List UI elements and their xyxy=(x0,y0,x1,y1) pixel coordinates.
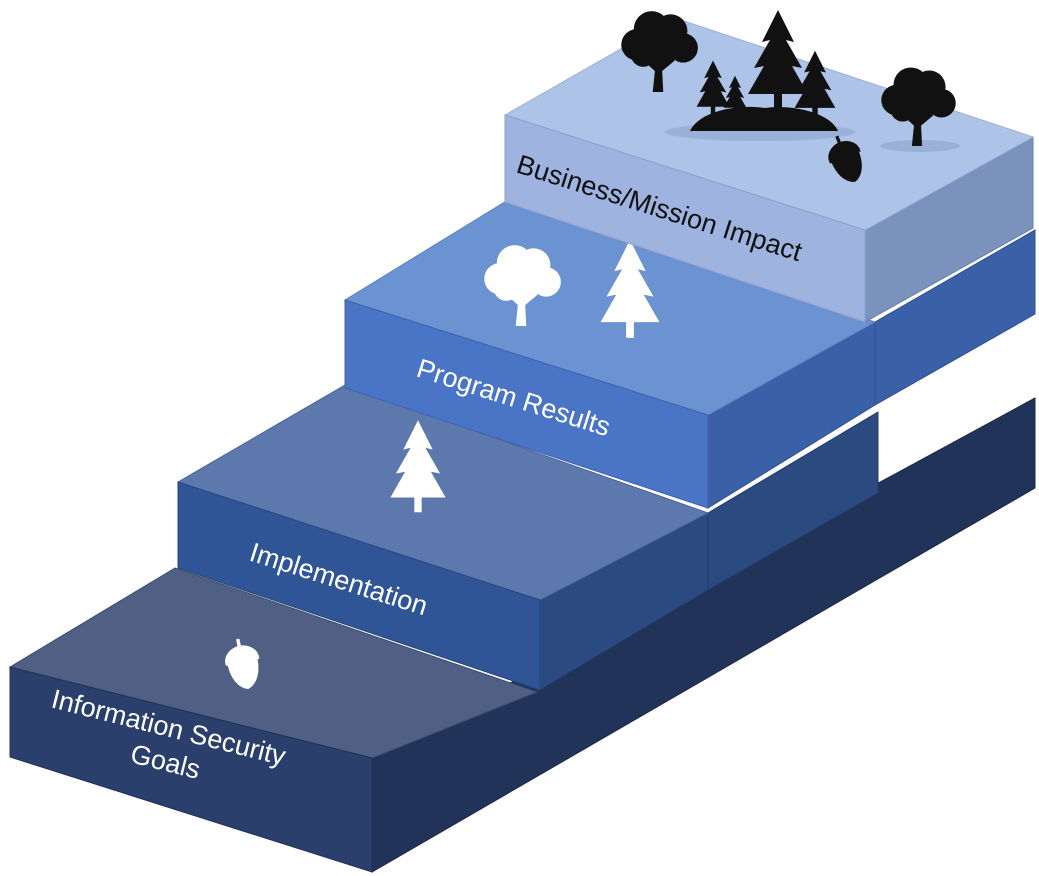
step-4-front-face xyxy=(504,114,866,323)
step-3-front-face xyxy=(344,299,709,509)
step-program-results: Program Results xyxy=(343,199,1036,509)
step-information-security-goals: Information Security Goals xyxy=(8,397,1036,873)
step-1-front-face xyxy=(9,666,373,873)
pine-forest-icon xyxy=(690,10,838,131)
step-2-front-face xyxy=(177,481,541,691)
tree-shadow xyxy=(880,140,960,152)
forest-mound xyxy=(690,106,838,131)
step-implementation: Implementation xyxy=(176,384,879,691)
